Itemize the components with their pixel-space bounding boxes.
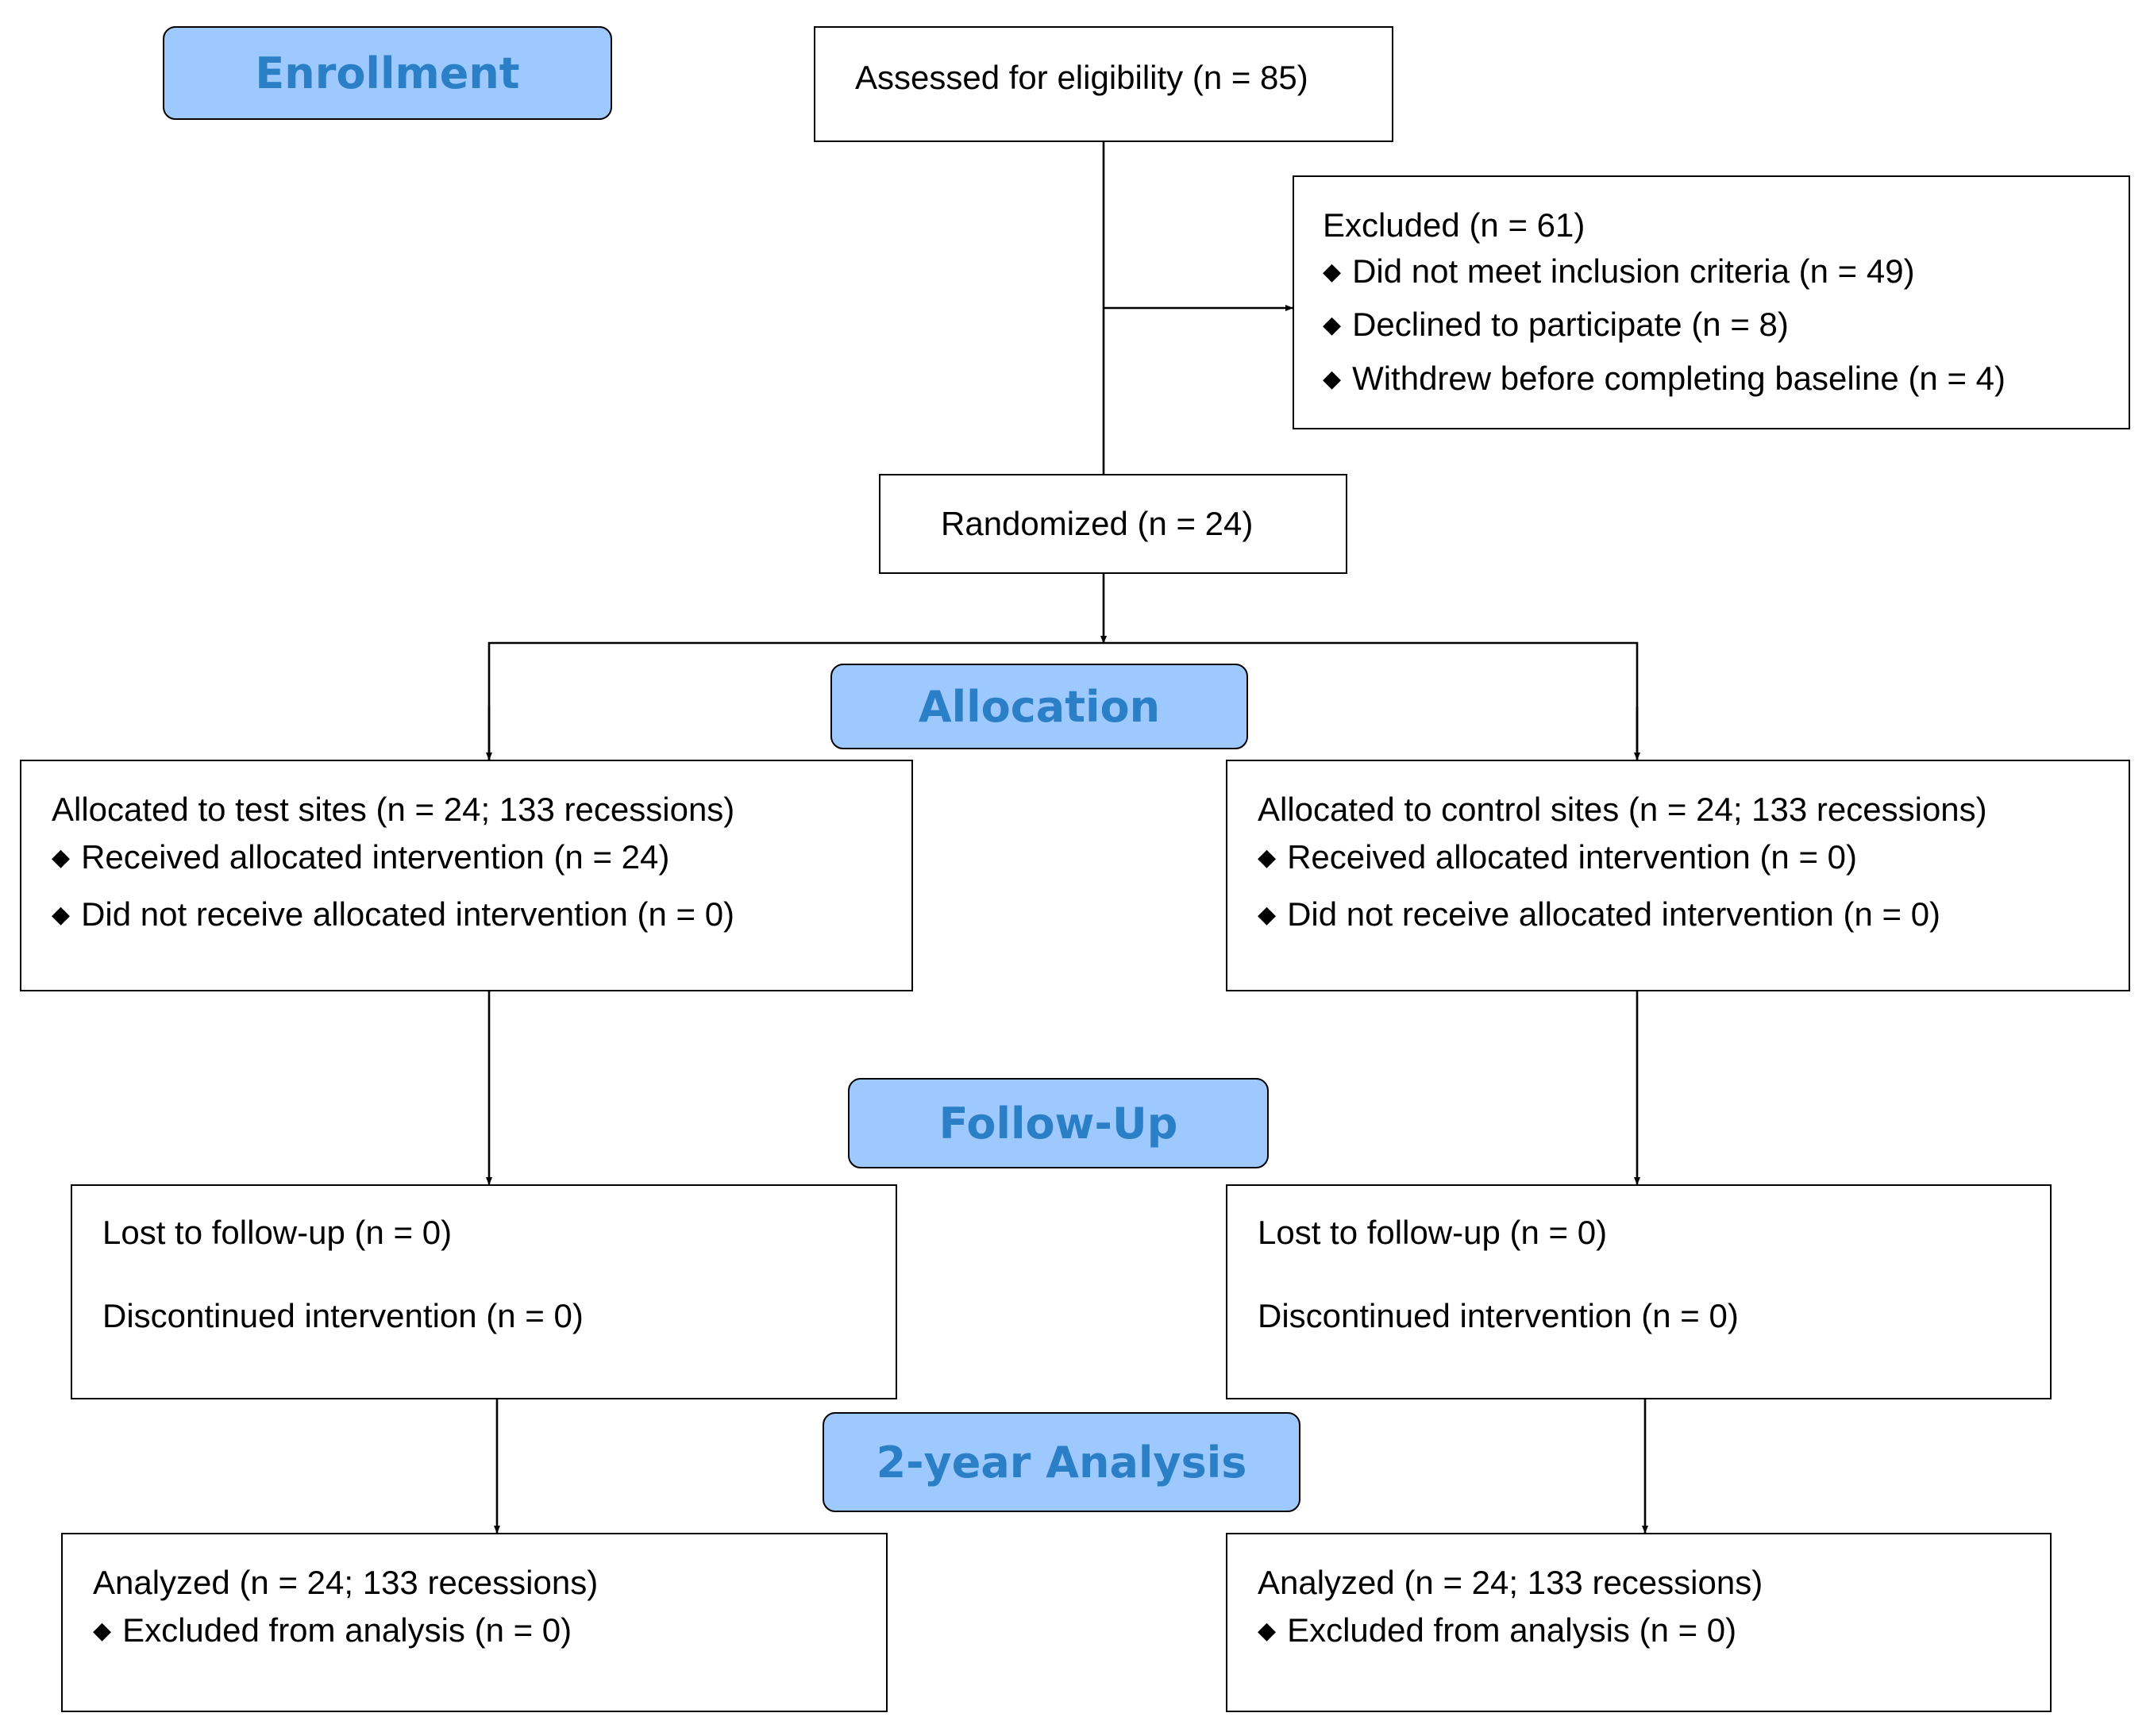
excluded-box: Excluded (n = 61) ◆Did not meet inclusio… — [1293, 175, 2130, 429]
diamond-bullet-icon: ◆ — [1258, 1618, 1277, 1644]
excluded-title: Excluded (n = 61) — [1323, 206, 1586, 244]
diamond-bullet-icon: ◆ — [52, 845, 71, 871]
allocated-control-item: ◆Did not receive allocated intervention … — [1258, 895, 1941, 933]
followup-test-box: Lost to follow-up (n = 0) Discontinued i… — [71, 1184, 897, 1399]
allocated-test-item: ◆Did not receive allocated intervention … — [52, 895, 735, 933]
analyzed-control-box: Analyzed (n = 24; 133 recessions) ◆Exclu… — [1226, 1533, 2052, 1712]
diamond-bullet-icon: ◆ — [1323, 366, 1342, 392]
allocated-test-item: ◆Received allocated intervention (n = 24… — [52, 838, 670, 876]
diamond-bullet-icon: ◆ — [93, 1618, 112, 1644]
allocated-control-item: ◆Received allocated intervention (n = 0) — [1258, 838, 1857, 876]
randomized-text: Randomized (n = 24) — [941, 505, 1254, 542]
discontinued-intervention-text: Discontinued intervention (n = 0) — [1258, 1297, 1739, 1334]
analyzed-test-item: ◆Excluded from analysis (n = 0) — [93, 1611, 572, 1649]
diamond-bullet-icon: ◆ — [1323, 312, 1342, 338]
analyzed-test-box: Analyzed (n = 24; 133 recessions) ◆Exclu… — [61, 1533, 888, 1712]
excluded-item: ◆Did not meet inclusion criteria (n = 49… — [1323, 252, 1915, 290]
allocated-control-title: Allocated to control sites (n = 24; 133 … — [1258, 791, 1987, 828]
diamond-bullet-icon: ◆ — [1258, 845, 1277, 871]
stage-label-allocation: Allocation — [830, 664, 1248, 749]
allocated-control-box: Allocated to control sites (n = 24; 133 … — [1226, 760, 2130, 991]
stage-label-follow-up: Follow-Up — [848, 1078, 1269, 1168]
randomized-box: Randomized (n = 24) — [879, 474, 1347, 574]
assessed-box: Assessed for eligibility (n = 85) — [814, 26, 1393, 142]
diamond-bullet-icon: ◆ — [1323, 259, 1342, 285]
analyzed-control-title: Analyzed (n = 24; 133 recessions) — [1258, 1564, 1763, 1601]
diamond-bullet-icon: ◆ — [1258, 902, 1277, 928]
allocated-test-title: Allocated to test sites (n = 24; 133 rec… — [52, 791, 735, 828]
stage-label-enrollment: Enrollment — [163, 26, 612, 120]
lost-to-follow-up-text: Lost to follow-up (n = 0) — [1258, 1214, 1608, 1251]
lost-to-follow-up-text: Lost to follow-up (n = 0) — [102, 1214, 453, 1251]
stage-label-analysis: 2-year Analysis — [823, 1412, 1300, 1512]
assessed-text: Assessed for eligibility (n = 85) — [855, 59, 1308, 96]
discontinued-intervention-text: Discontinued intervention (n = 0) — [102, 1297, 584, 1334]
analyzed-control-item: ◆Excluded from analysis (n = 0) — [1258, 1611, 1737, 1649]
analyzed-test-title: Analyzed (n = 24; 133 recessions) — [93, 1564, 599, 1601]
followup-control-box: Lost to follow-up (n = 0) Discontinued i… — [1226, 1184, 2052, 1399]
diamond-bullet-icon: ◆ — [52, 902, 71, 928]
line-split-branch — [487, 641, 1639, 760]
excluded-item: ◆Withdrew before completing baseline (n … — [1323, 360, 2006, 397]
allocated-test-box: Allocated to test sites (n = 24; 133 rec… — [20, 760, 913, 991]
excluded-item: ◆Declined to participate (n = 8) — [1323, 306, 1789, 343]
